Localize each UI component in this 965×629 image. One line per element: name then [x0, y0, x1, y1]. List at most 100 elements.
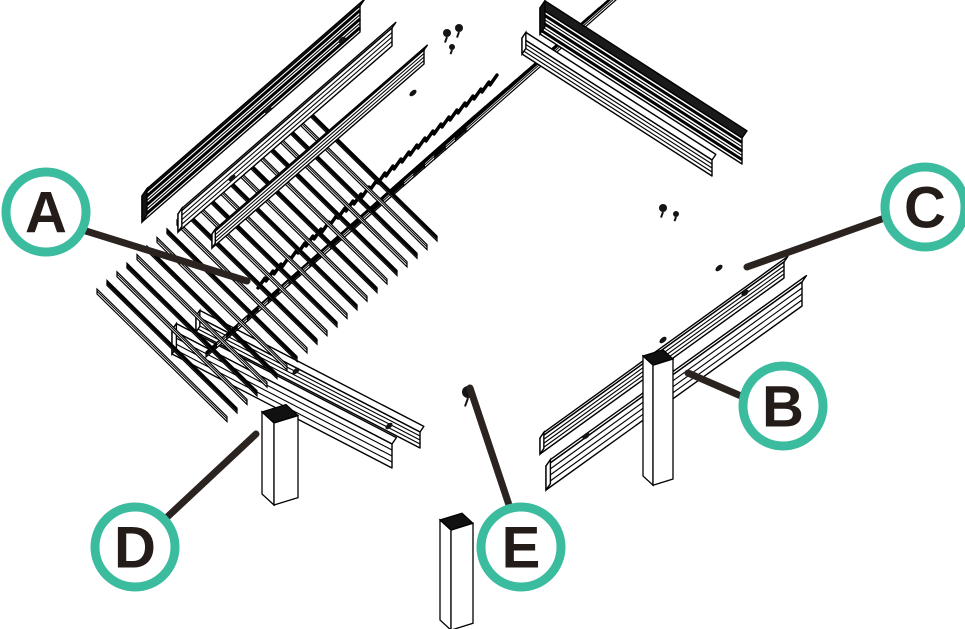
joist-tick-9	[328, 213, 339, 227]
joist-tick-26	[464, 94, 475, 108]
joist-tick-19	[408, 143, 419, 157]
screw-mid-right-1-head	[659, 204, 667, 212]
screw-top-center-1	[443, 29, 451, 43]
deck-slat-upper-18-shadow-line	[126, 264, 258, 394]
rail-upper-right-inner-a-groove-2	[521, 45, 713, 169]
deck-slat-upper-19-shadow-line	[116, 273, 248, 403]
callout-b-leader	[684, 369, 752, 403]
joist-tick-27	[472, 87, 483, 101]
callout-d-ring[interactable]	[90, 502, 180, 592]
joist-tick-22	[432, 122, 443, 136]
screw-mid-right-2-shank	[673, 216, 677, 222]
support-post-right-face-right	[652, 358, 674, 487]
rail-upper-left-outer	[141, 0, 365, 225]
deck-slat-upper-13	[176, 218, 308, 355]
rail-upper-right-outer	[539, 0, 748, 165]
deck-slat-upper-16-shadow-line	[146, 247, 278, 377]
rail-upper-right-inner-a	[521, 30, 717, 177]
callout-a-ring[interactable]	[1, 167, 91, 257]
callout-a: A	[1, 167, 251, 285]
rail-upper-right-inner-a-end-cap	[521, 30, 527, 57]
frame-rails-top	[141, 0, 748, 251]
support-post-left	[260, 403, 300, 507]
rail-upper-right-inner-a-groove-1	[521, 41, 713, 165]
callout-e-letter: E	[502, 516, 541, 581]
rail-upper-left-inner-a-groove-3	[177, 41, 393, 228]
screw-top-center-3-shank	[449, 49, 453, 55]
rail-right-lower-outer-groove-2	[545, 293, 803, 479]
screw-top-center-1-shank	[444, 36, 448, 43]
screw-top-center-2	[455, 24, 463, 38]
rail-right-lower-outer-groove-3	[545, 299, 803, 485]
joist-tick-17	[392, 157, 403, 171]
screw-top-center-2-shank	[456, 31, 460, 38]
joist-tick-24	[448, 108, 459, 122]
support-post-center-bottom-face-left	[439, 518, 452, 629]
callout-e: E	[466, 384, 566, 592]
rail-upper-left-inner-a-groove-1	[177, 32, 393, 219]
callout-a-leader	[69, 223, 251, 285]
screw-mid-right-1-shank	[660, 211, 664, 218]
screw-top-center-3-head	[449, 44, 455, 50]
callout-c: C	[743, 162, 965, 271]
callout-d: D	[90, 430, 260, 592]
deck-slat-upper-17-shadow-line	[136, 256, 268, 385]
joist-tick-16	[384, 164, 395, 178]
callout-e-ring[interactable]	[476, 502, 566, 592]
deck-slat-upper-20	[106, 278, 238, 415]
rail-upper-left-inner-b-groove-3	[211, 60, 425, 245]
rail-upper-left-outer-groove-5	[141, 26, 361, 219]
joist-tick-28	[480, 80, 491, 94]
joist-tick-21	[424, 129, 435, 143]
rail-upper-left-inner-b-groove-2	[211, 56, 425, 242]
joist-tick-29	[488, 73, 499, 87]
screw-mid-right-1	[659, 204, 667, 218]
rail-upper-right-outer-groove-5	[539, 28, 743, 161]
callout-e-leader	[466, 384, 514, 512]
deck-slat-25-shadow-line	[465, 0, 614, 130]
bolt-marks	[228, 36, 749, 440]
support-posts	[260, 349, 675, 629]
rail-right-lower-outer	[545, 274, 808, 493]
rail-upper-left-inner-a-end-cap	[177, 206, 183, 235]
support-post-center-bottom-face-right	[450, 522, 474, 629]
bolt-mark-6	[385, 422, 393, 430]
rail-upper-left-outer-end-cap	[141, 186, 148, 225]
bolt-mark-1	[264, 106, 272, 114]
bolt-mark-2	[228, 174, 236, 182]
callout-b-letter: B	[762, 375, 804, 440]
bolt-mark-4	[409, 89, 417, 97]
deck-slat-upper-14-shadow-line	[166, 230, 298, 360]
callout-c-leader	[743, 211, 897, 271]
callout-d-letter: D	[114, 516, 156, 581]
rail-upper-right-outer-groove-3	[539, 19, 743, 153]
rail-right-lower-inner-end-cap	[539, 430, 545, 457]
support-post-right	[641, 349, 675, 487]
rail-lower-left-inner-groove-3	[195, 327, 421, 445]
callout-c-ring[interactable]	[880, 162, 965, 252]
callout-a-letter: A	[25, 181, 67, 246]
callout-b-ring[interactable]	[738, 361, 828, 451]
joist-tick-25	[456, 101, 467, 115]
joist-tick-23	[440, 115, 451, 129]
rail-lower-left-inner-groove-2	[195, 323, 421, 441]
rail-upper-left-outer-groove-4	[141, 22, 361, 214]
rail-upper-right-outer-groove-2	[539, 16, 743, 148]
support-post-left-face-right	[273, 414, 299, 506]
deck-slat-upper-18	[126, 261, 258, 398]
rail-right-lower-outer-end-cap	[545, 457, 552, 493]
bolt-mark-5	[292, 367, 300, 375]
bolt-mark-9	[582, 432, 590, 440]
rail-lower-left-inner-groove-1	[195, 319, 421, 437]
deck-slat-upper-17	[136, 253, 268, 389]
deck-slat-upper-20-shadow-line	[106, 281, 238, 412]
rail-upper-left-inner-b-groove-1	[211, 53, 425, 238]
screw-mid-right-2-head	[673, 211, 679, 217]
deck-slat-upper-21	[96, 287, 228, 424]
bracket-center-shank	[464, 397, 469, 407]
rail-upper-left-inner-b	[211, 44, 428, 251]
screw-mid-right-2	[673, 211, 679, 222]
